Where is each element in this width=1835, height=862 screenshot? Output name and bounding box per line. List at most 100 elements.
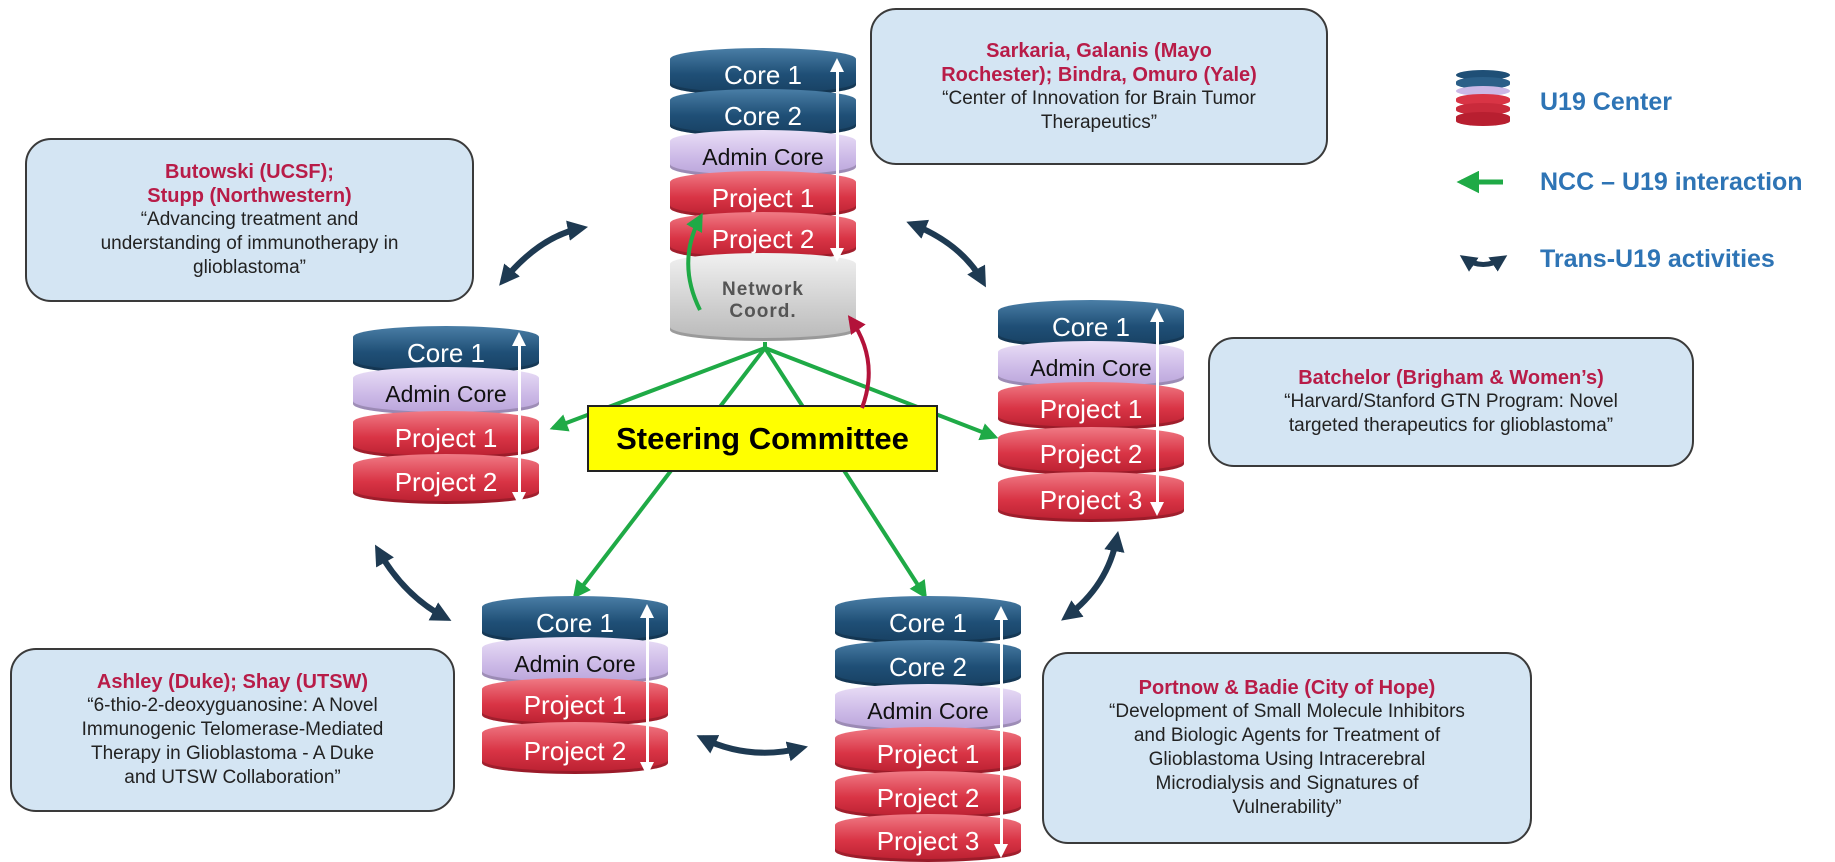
ncc-arrow-bottom-right [763,346,927,600]
layer-label: Project 2 [394,466,498,497]
project-title: and Biologic Agents for Treatment of [1133,725,1441,746]
layer-label: Coord. [729,301,797,322]
project-title: Therapy in Glioblastoma - A Duke [90,743,375,764]
info-box-sarkaria: Sarkaria, Galanis (Mayo Rochester); Bind… [870,8,1328,165]
stack-layer: Project 2 [353,454,539,504]
stack-layer: Project 2 [482,722,668,774]
project-title: Microdialysis and Signatures of [1155,773,1419,794]
layer-label: Project 1 [394,422,498,453]
layer-label: Admin Core [867,697,989,724]
stack-bottom-left: Core 1 Admin Core Project 1 Project 2 [482,596,668,776]
trans-arrow-top-left [499,220,589,286]
layer-label: Core 1 [535,607,615,638]
project-title: “Center of Innovation for Brain Tumor [942,87,1256,109]
project-title: “Development of Small Molecule Inhibitor… [1109,701,1465,722]
pi-names: Rochester); Bindra, Omuro (Yale) [941,63,1257,86]
stack-layer: Project 2 [998,427,1184,475]
stack-layer: Project 3 [835,814,1021,862]
stack-layer: Admin Core [835,684,1021,732]
project-title: glioblastoma” [193,257,306,278]
vertical-double-arrow [512,332,526,506]
stack-layer: Core 1 [670,48,856,96]
stack-bottom-right: Core 1 Core 2 Admin Core Project 1 Proje… [835,596,1021,862]
layer-label: Core 1 [406,337,486,368]
layer-label: Project 3 [876,825,980,856]
trans-arrow-top-right [906,219,986,288]
project-title: “6-thio-2-deoxyguanosine: A Novel [87,695,378,716]
layer-label: Core 1 [888,607,968,638]
stack-layer: Project 1 [353,411,539,459]
stack-layer: Project 2 [835,771,1021,819]
steering-committee-label: Steering Committee [616,420,909,456]
layer-label: Project 2 [876,782,980,813]
stack-layer: Project 1 [670,171,856,219]
stack-layer: Admin Core [353,367,539,415]
layer-label: Core 1 [1051,311,1131,342]
project-title: and UTSW Collaboration” [124,767,341,788]
stack-layer: Core 2 [670,89,856,137]
pi-names: Butowski (UCSF); [165,161,334,183]
project-title: Glioblastoma Using Intracerebral [1148,749,1426,770]
trans-arrow-bottom [696,735,808,762]
project-title: “Advancing treatment and [140,209,359,230]
pi-names: Portnow & Badie (City of Hope) [1138,677,1436,699]
pi-names: Ashley (Duke); Shay (UTSW) [96,671,369,693]
layer-label: Core 1 [723,59,803,90]
info-box-portnow: Portnow & Badie (City of Hope) “Developm… [1042,652,1532,844]
stack-layer: Core 2 [835,640,1021,688]
stack-layer: Core 1 [835,596,1021,644]
info-box-butowski: Butowski (UCSF); Stupp (Northwestern) “A… [25,138,474,302]
info-box-ashley: Ashley (Duke); Shay (UTSW) “6-thio-2-deo… [10,648,455,812]
layer-label: Admin Core [385,380,507,407]
project-title: Therapeutics” [1040,111,1158,133]
layer-label: Project 1 [523,689,627,720]
stack-right: Core 1 Admin Core Project 1 Project 2 Pr… [998,300,1184,522]
layer-label: Core 2 [888,651,968,682]
trans-arrows [374,219,1125,762]
ncc-arrow-right [764,346,999,441]
layer-label: Project 1 [1039,393,1143,424]
vertical-double-arrow [994,606,1008,858]
project-title: Immunogenic Telomerase-Mediated [81,719,384,740]
layer-label: Core 2 [723,100,803,131]
layer-label: Admin Core [702,143,824,170]
layer-label: Project 1 [876,738,980,769]
stack-top-center: Core 1 Core 2 Admin Core Project 1 Proje… [670,48,856,341]
project-title: Vulnerability” [1232,797,1342,818]
stack-layer: Admin Core [670,130,856,178]
info-box-batchelor: Batchelor (Brigham & Women’s) “Harvard/S… [1208,337,1694,467]
vertical-double-arrow [830,58,844,262]
network-coord-layer: Network Coord. [670,253,856,341]
legend-trans-label: Trans-U19 activities [1540,245,1775,273]
layer-label: Admin Core [1030,354,1152,381]
trans-arrow-right [1061,530,1125,621]
stack-layer: Project 1 [482,678,668,726]
stack-layer: Core 1 [482,596,668,644]
stack-layer: Project 1 [835,727,1021,775]
layer-label: Project 2 [523,735,627,766]
layer-label: Project 2 [711,223,815,254]
project-title: understanding of immunotherapy in [100,233,399,254]
layer-label: Admin Core [514,650,636,677]
legend-u19-label: U19 Center [1540,88,1672,116]
steering-committee-box: Steering Committee [587,405,938,472]
legend-u19-icon [1456,70,1510,128]
ncc-arrow-bottom-left [572,346,767,599]
vertical-double-arrow [1150,308,1164,516]
pi-names: Sarkaria, Galanis (Mayo [986,39,1212,62]
stack-layer: Project 1 [998,382,1184,430]
layer-label: Project 2 [1039,438,1143,469]
trans-arrow-left [374,544,452,621]
pi-names: Batchelor (Brigham & Women’s) [1298,367,1604,389]
stack-layer: Core 1 [353,326,539,374]
stack-layer: Admin Core [482,637,668,685]
project-title: “Harvard/Stanford GTN Program: Novel [1284,391,1618,412]
layer-label: Project 3 [1039,484,1143,515]
stack-layer: Admin Core [998,341,1184,389]
layer-label: Project 1 [711,182,815,213]
project-title: targeted therapeutics for glioblastoma” [1288,415,1614,436]
pi-names: Stupp (Northwestern) [147,185,352,207]
stack-left: Core 1 Admin Core Project 1 Project 2 [353,326,539,506]
